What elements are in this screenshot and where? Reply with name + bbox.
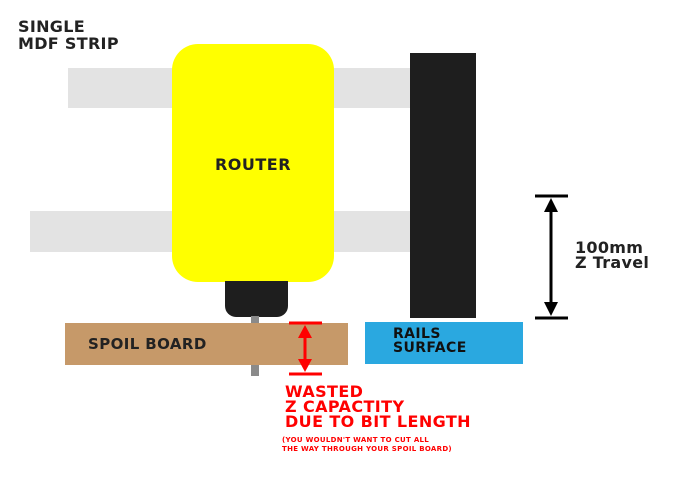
- title-line-2: MDF STRIP: [18, 34, 119, 53]
- spoil-board-label: SPOIL BOARD: [88, 335, 207, 353]
- spoil-board: [65, 323, 348, 365]
- router-label: ROUTER: [214, 155, 292, 174]
- rails-surface-label: RAILS SURFACE: [393, 327, 467, 355]
- rail: [410, 53, 476, 318]
- rails-surface-line-2: SURFACE: [393, 340, 467, 356]
- z-travel-line-1: 100mm: [575, 238, 644, 257]
- wasted-line-1: WASTED: [285, 382, 364, 401]
- wasted-note: (YOU WOULDN'T WANT TO CUT ALL THE WAY TH…: [282, 436, 452, 454]
- wasted-label: WASTED Z CAPACTITY DUE TO BIT LENGTH: [285, 382, 471, 431]
- wasted-note-line-1: (YOU WOULDN'T WANT TO CUT ALL: [282, 436, 430, 444]
- title-line-1: SINGLE: [18, 17, 85, 36]
- wasted-line-3: DUE TO BIT LENGTH: [285, 412, 471, 431]
- router-collet: [225, 281, 288, 317]
- wasted-arrow-up: [298, 325, 312, 338]
- diagram-title: SINGLE MDF STRIP: [18, 18, 119, 52]
- wasted-line-2: Z CAPACTITY: [285, 397, 405, 416]
- z-travel-label: 100mm Z Travel: [575, 238, 650, 272]
- z-travel-dimension: [535, 194, 568, 320]
- rails-surface-line-1: RAILS: [393, 326, 441, 342]
- wasted-dimension: [289, 321, 322, 376]
- rails-surface: [365, 322, 523, 364]
- router-body: [172, 44, 334, 282]
- z-travel-arrow-up: [544, 198, 558, 212]
- wasted-arrow-down: [298, 359, 312, 372]
- z-travel-line-2: Z Travel: [575, 253, 650, 272]
- z-travel-arrow-down: [544, 302, 558, 316]
- wasted-note-line-2: THE WAY THROUGH YOUR SPOIL BOARD): [282, 445, 452, 453]
